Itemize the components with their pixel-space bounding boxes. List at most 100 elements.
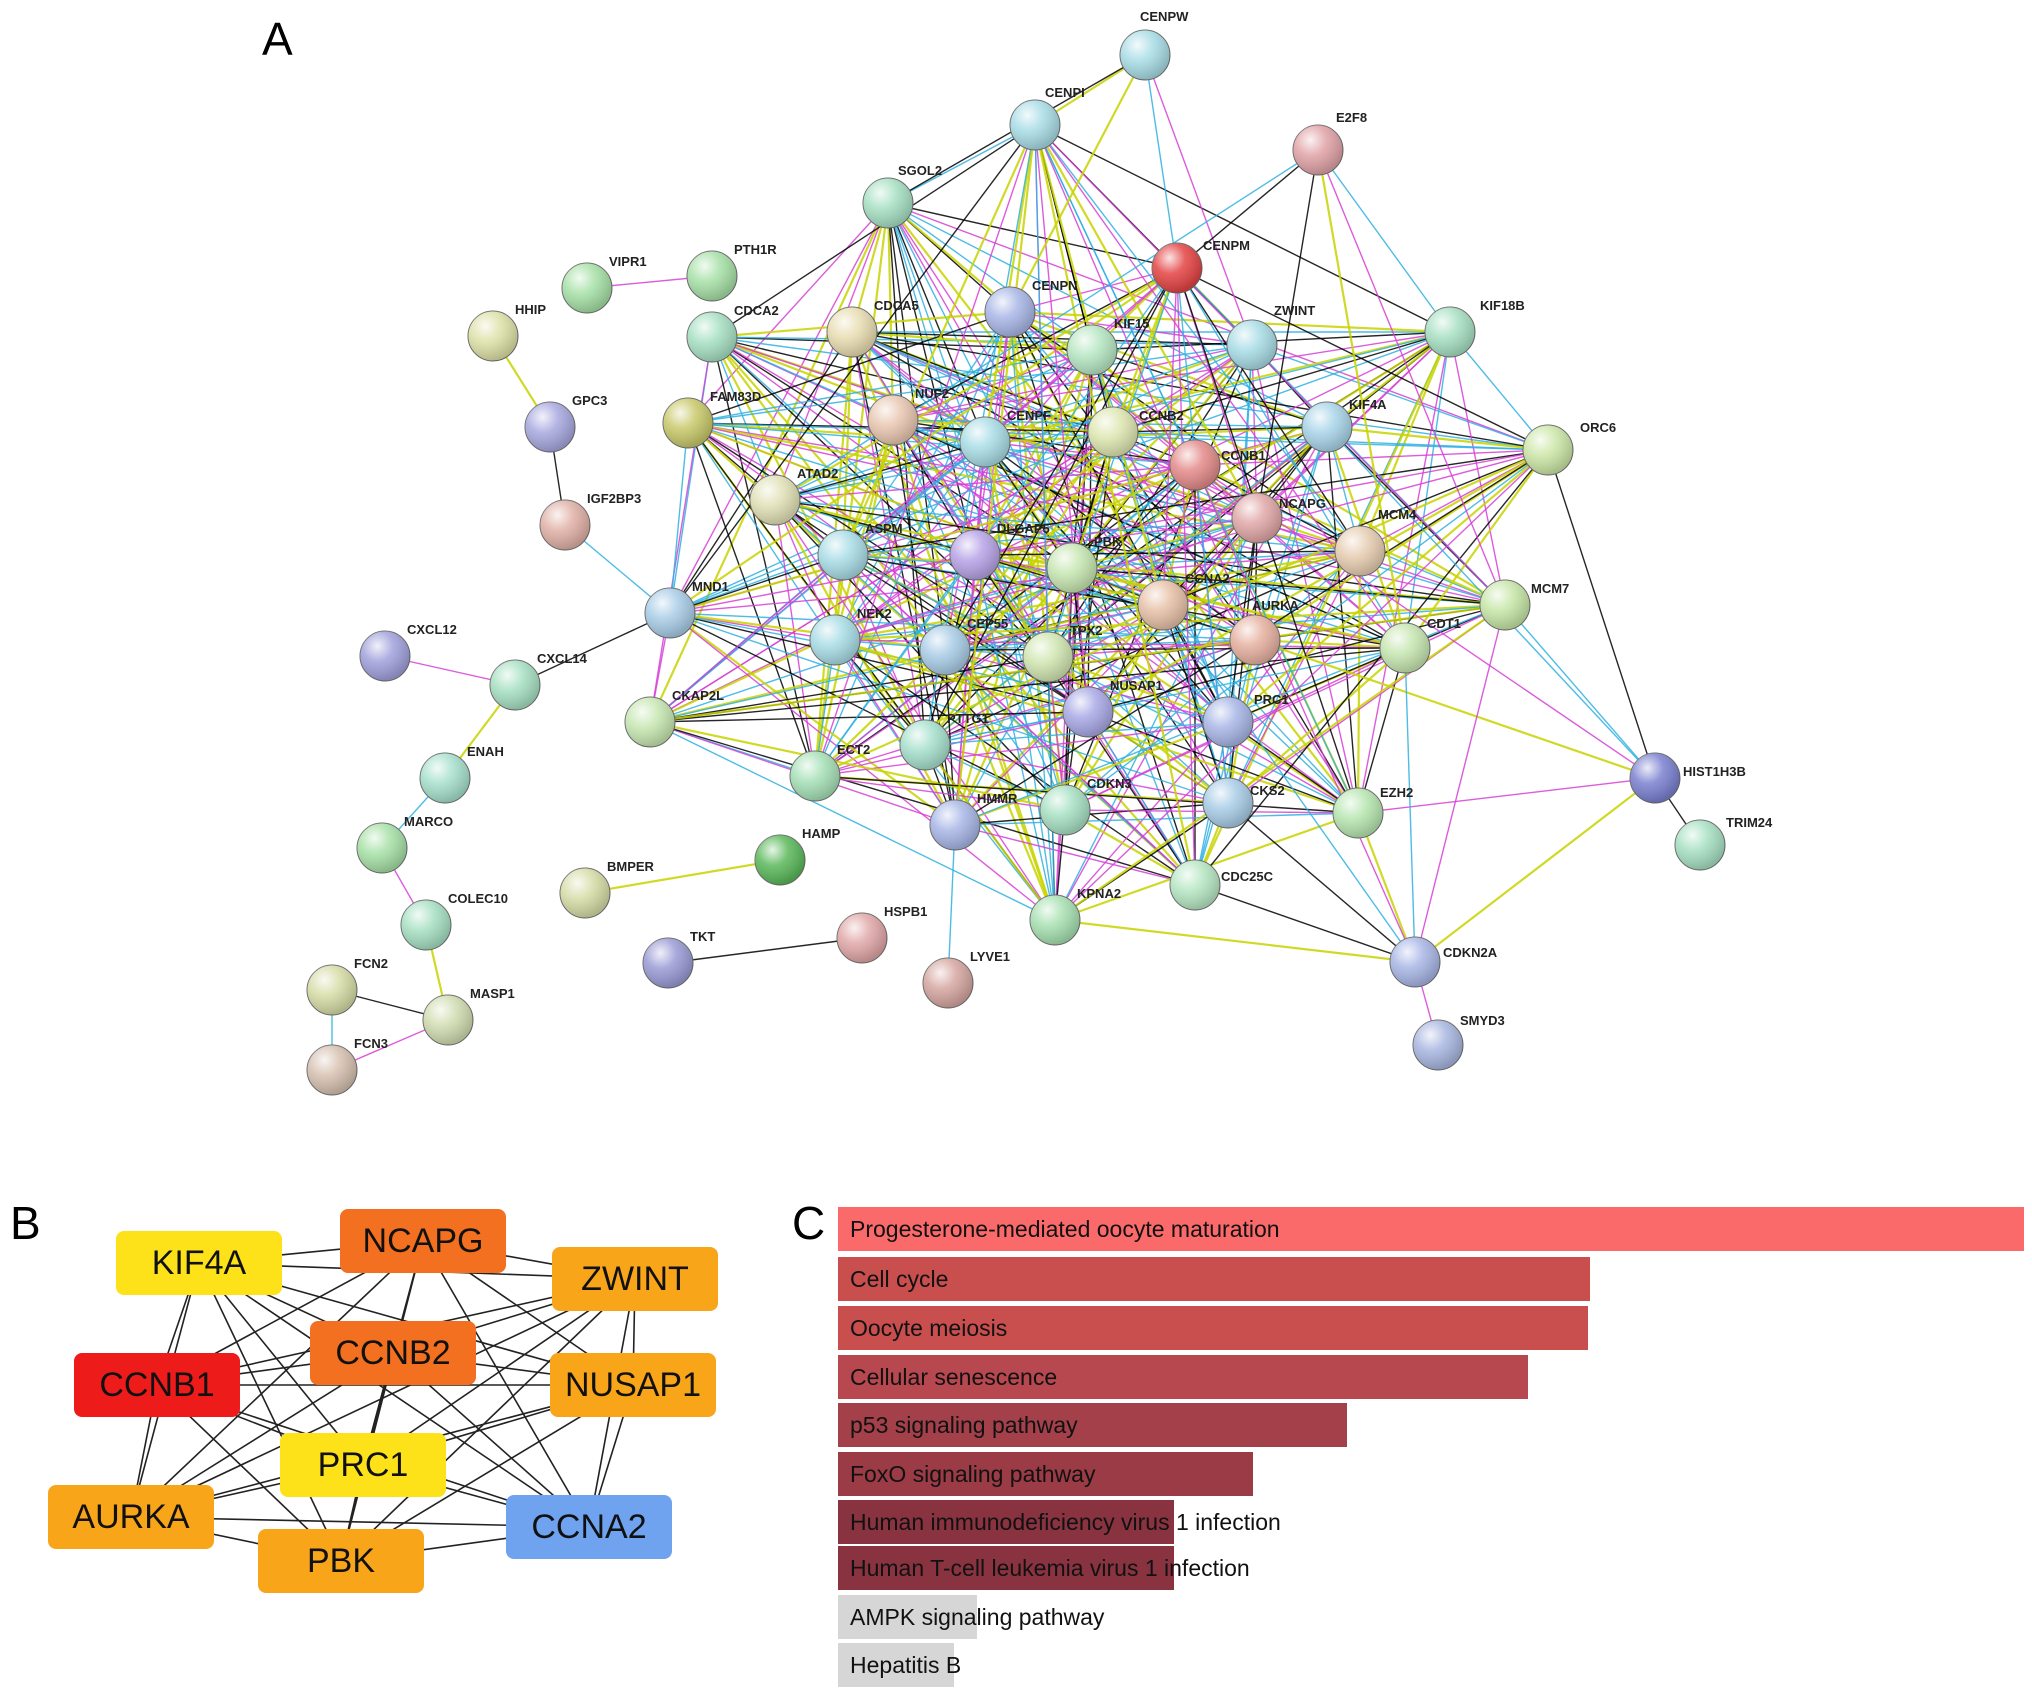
network-edge [1064, 449, 1549, 811]
network-edge [851, 331, 1196, 466]
node-shine [1230, 615, 1280, 665]
network-edge [834, 441, 986, 641]
network-edge [887, 124, 1036, 204]
network-edge [1357, 647, 1406, 814]
node-shine [790, 751, 840, 801]
network-edge [774, 499, 956, 826]
network-node: CENPN [984, 278, 1078, 338]
kegg-bar [838, 1403, 1347, 1447]
network-edge [1449, 331, 1549, 451]
network-edge [774, 499, 1056, 921]
node-shine [1203, 697, 1253, 747]
node-label: FAM83D [710, 389, 761, 404]
node-shine [750, 475, 800, 525]
network-edge [774, 202, 889, 501]
node-shine [525, 402, 575, 452]
node-shine [1170, 860, 1220, 910]
node-shine [837, 913, 887, 963]
kegg-label: Cellular senescence [850, 1364, 1058, 1390]
network-edge [1034, 124, 1258, 519]
node-label: CENPI [1045, 85, 1085, 100]
node-label: HAMP [802, 826, 841, 841]
network-node: CDCA5 [826, 298, 919, 358]
node-label: MCM7 [1531, 581, 1569, 596]
network-edge [1144, 54, 1253, 346]
network-node: KIF4A [1301, 397, 1387, 453]
node-label: FCN3 [354, 1036, 388, 1051]
network-edge [1357, 777, 1656, 814]
network-edge [842, 554, 1359, 814]
node-shine [1120, 30, 1170, 80]
node-shine [818, 530, 868, 580]
network-edge [687, 311, 1011, 424]
hub-kif4a: KIF4A [116, 1231, 282, 1295]
network-edge [842, 426, 1328, 556]
network-edge [669, 554, 844, 614]
network-node: TPX2 [1022, 623, 1103, 683]
node-label: CXCL14 [537, 651, 588, 666]
kegg-bar [838, 1207, 2024, 1251]
node-label: CDCA2 [734, 303, 779, 318]
node-shine [625, 697, 675, 747]
node-label: SGOL2 [898, 163, 942, 178]
node-label: DLGAP5 [997, 521, 1050, 536]
network-edge [1194, 464, 1416, 963]
node-label: CDC25C [1221, 869, 1274, 884]
network-edge [1227, 550, 1361, 723]
network-edge [892, 349, 1093, 421]
network-edge [1162, 267, 1178, 606]
network-node: PTH1R [686, 242, 777, 302]
network-edge [892, 344, 1253, 421]
node-shine [540, 500, 590, 550]
network-node: CCNA2 [1137, 571, 1230, 631]
network-node: NUSAP1 [1062, 678, 1163, 738]
network-edge [1064, 567, 1073, 811]
network-edge [891, 419, 1057, 921]
node-shine [1425, 307, 1475, 357]
hub-ccna2: CCNA2 [506, 1495, 672, 1559]
network-edge [1176, 267, 1549, 451]
network-edge [667, 937, 863, 964]
network-edge [1034, 124, 1361, 552]
network-edge [892, 419, 976, 556]
hub-edge [130, 1278, 636, 1518]
network-edge [886, 202, 895, 421]
network-edge [649, 336, 713, 723]
node-shine [868, 395, 918, 445]
network-node: CCNB1 [1169, 439, 1266, 491]
network-edge [1358, 331, 1452, 552]
panel-label-a: A [262, 13, 293, 65]
network-edge [887, 202, 986, 443]
node-label: MASP1 [470, 986, 515, 1001]
network-node: HAMP [754, 826, 841, 886]
network-edge [687, 422, 1258, 519]
network-edge [974, 554, 1256, 641]
node-shine [1152, 243, 1202, 293]
network-edge [1316, 149, 1407, 649]
node-label: HMMR [977, 791, 1018, 806]
node-label: CKS2 [1250, 783, 1285, 798]
network-edge [984, 441, 1229, 804]
node-label: CDKN3 [1087, 776, 1132, 791]
node-label: CDKN2A [1443, 945, 1498, 960]
node-shine [985, 287, 1035, 337]
network-edge [1227, 604, 1506, 723]
network-node: CENPM [1151, 238, 1250, 294]
network-node: CENPW [1119, 9, 1189, 81]
network-edge [944, 649, 1229, 723]
network-node: NEK2 [809, 606, 892, 666]
node-shine [562, 263, 612, 313]
network-edge [1227, 802, 1416, 963]
network-node: EZH2 [1332, 785, 1413, 839]
network-edge [944, 649, 1089, 713]
network-edge [1162, 604, 1229, 804]
node-shine [401, 900, 451, 950]
hub-nusap1: NUSAP1 [550, 1353, 716, 1417]
network-node: CXCL14 [489, 651, 588, 711]
hub-ncapg: NCAPG [340, 1209, 506, 1273]
node-shine [1335, 526, 1385, 576]
network-node: CDCA2 [686, 303, 779, 363]
network-node: NUF2 [867, 386, 949, 446]
network-edge [649, 656, 1049, 723]
